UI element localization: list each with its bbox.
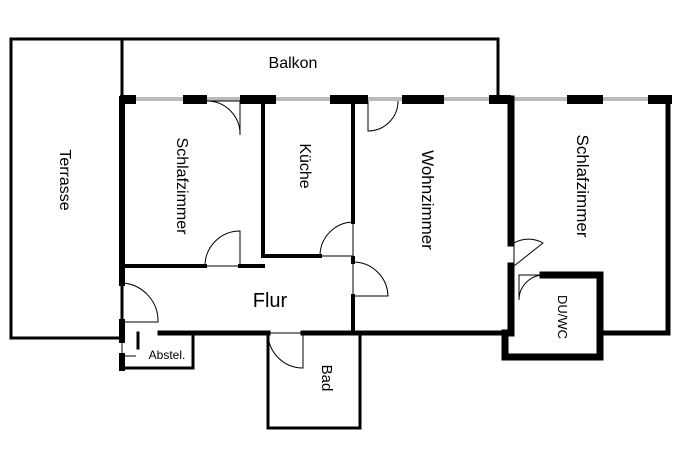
label-abstell: Abstel. bbox=[149, 348, 186, 362]
label-bad: Bad bbox=[318, 365, 335, 392]
walls bbox=[119, 95, 671, 430]
label-schlafzimmer-1: Schlafzimmer bbox=[173, 138, 190, 236]
label-schlafzimmer-2: Schlafzimmer bbox=[573, 135, 592, 238]
balkon-outline bbox=[122, 37, 500, 99]
label-kueche: Küche bbox=[296, 143, 313, 188]
door-swings bbox=[121, 100, 544, 369]
label-wohnzimmer: Wohnzimmer bbox=[418, 150, 437, 250]
label-terrasse: Terrasse bbox=[56, 149, 73, 210]
label-du-wc: DU/WC bbox=[555, 295, 570, 339]
label-balkon: Balkon bbox=[269, 55, 318, 72]
upper-wall-segments bbox=[120, 95, 672, 104]
label-flur: Flur bbox=[253, 290, 288, 312]
